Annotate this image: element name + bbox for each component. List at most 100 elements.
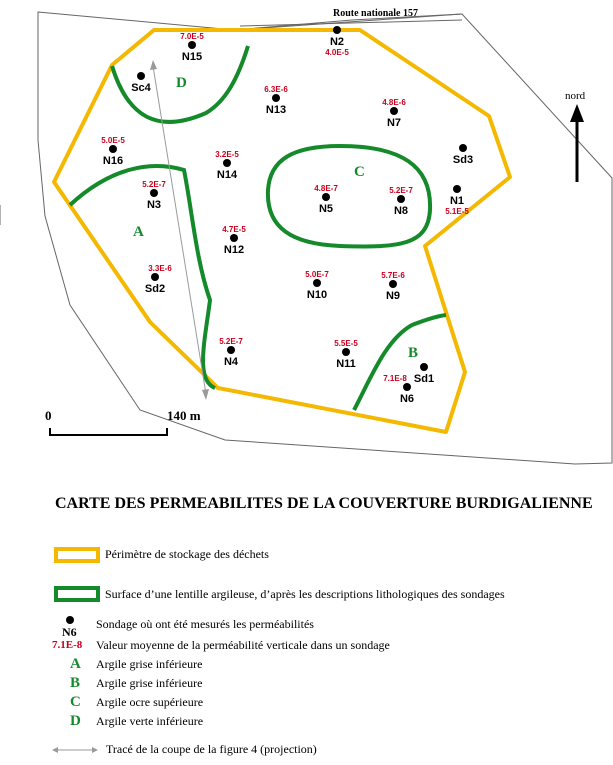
section-line bbox=[152, 65, 207, 395]
borehole-dot-n3 bbox=[150, 189, 158, 197]
borehole-dot-icon bbox=[66, 616, 74, 624]
legend-letter-d: D bbox=[70, 713, 81, 729]
borehole-name-n11: N11 bbox=[336, 358, 356, 370]
legend-borehole: N6 Sondage où ont été mesurés les perméa… bbox=[0, 614, 613, 639]
borehole-value-n12: 4.7E-5 bbox=[222, 225, 246, 234]
borehole-value-n15: 7.0E-5 bbox=[180, 32, 204, 41]
borehole-name-n14: N14 bbox=[217, 169, 238, 181]
legend-clay-d-text: Argile verte inférieure bbox=[96, 714, 204, 728]
borehole-name-n13: N13 bbox=[266, 104, 286, 116]
lens-d bbox=[110, 45, 250, 124]
site-map: Route nationale 157 nord 0 140 m A B C D… bbox=[0, 8, 613, 465]
legend-value: 7.1E-8 Valeur moyenne de la perméabilité… bbox=[0, 638, 613, 662]
map-title: CARTE DES PERMEABILITES DE LA COUVERTURE… bbox=[55, 495, 593, 512]
legend-letter-a: A bbox=[70, 656, 81, 672]
scale-end-label: 140 m bbox=[167, 408, 201, 423]
lens-swatch bbox=[54, 586, 100, 602]
lens-a bbox=[68, 164, 217, 390]
borehole-value-n3: 5.2E-7 bbox=[142, 180, 166, 189]
parcel-boundary bbox=[37, 11, 613, 465]
legend-clay-d: D Argile verte inférieure bbox=[0, 713, 613, 737]
borehole-name-n8: N8 bbox=[394, 205, 408, 217]
borehole-value-n14: 3.2E-5 bbox=[215, 150, 239, 159]
north-label: nord bbox=[565, 90, 586, 102]
borehole-value-n13: 6.3E-6 bbox=[264, 85, 288, 94]
borehole-name-n10: N10 bbox=[307, 289, 327, 301]
legend-letter-c: C bbox=[70, 694, 81, 710]
borehole-name-n4: N4 bbox=[224, 356, 239, 368]
borehole-dot-n13 bbox=[272, 94, 280, 102]
borehole-dot-n10 bbox=[313, 279, 321, 287]
borehole-name-n9: N9 bbox=[386, 290, 400, 302]
borehole-value-sd2: 3.3E-6 bbox=[148, 264, 172, 273]
borehole-dot-n6 bbox=[403, 383, 411, 391]
borehole-value-n11: 5.5E-5 bbox=[334, 339, 358, 348]
borehole-name-sc4: Sc4 bbox=[131, 82, 151, 94]
legend-clay-c-text: Argile ocre supérieure bbox=[96, 695, 204, 709]
borehole-value-n4: 5.2E-7 bbox=[219, 337, 243, 346]
legend-clay-a: A Argile grise inférieure bbox=[0, 656, 613, 680]
legend-letter-b: B bbox=[70, 675, 81, 691]
borehole-name-n15: N15 bbox=[182, 51, 202, 63]
zone-label-a: A bbox=[133, 224, 144, 240]
zone-label-d: D bbox=[176, 75, 187, 91]
north-arrow-icon bbox=[570, 104, 584, 122]
section-line-icon bbox=[52, 747, 98, 753]
borehole-value-n6: 7.1E-8 bbox=[383, 374, 407, 383]
lens-b bbox=[352, 313, 447, 411]
legend-value-example: 7.1E-8 bbox=[52, 639, 83, 651]
borehole-dot-sd1 bbox=[420, 363, 428, 371]
borehole-value-n8: 5.2E-7 bbox=[389, 186, 413, 195]
borehole-dot-n15 bbox=[188, 41, 196, 49]
road-line-2 bbox=[239, 19, 463, 27]
borehole-value-n16: 5.0E-5 bbox=[101, 136, 125, 145]
scale-bar bbox=[49, 428, 168, 436]
borehole-dot-n1 bbox=[453, 185, 461, 193]
legend-clay-b-text: Argile grise inférieure bbox=[96, 676, 203, 690]
borehole-name-n16: N16 bbox=[103, 155, 123, 167]
borehole-value-n5: 4.8E-7 bbox=[314, 184, 338, 193]
borehole-name-n6: N6 bbox=[400, 393, 414, 405]
legend-value-text: Valeur moyenne de la perméabilité vertic… bbox=[96, 638, 390, 652]
borehole-dot-n7 bbox=[390, 107, 398, 115]
borehole-dot-n4 bbox=[227, 346, 235, 354]
borehole-value-n2: 4.0E-5 bbox=[325, 48, 349, 57]
borehole-dot-sd2 bbox=[151, 273, 159, 281]
legend-borehole-symbol: N6 bbox=[62, 625, 77, 639]
borehole-value-n7: 4.8E-6 bbox=[382, 98, 406, 107]
legend-clay-a-text: Argile grise inférieure bbox=[96, 657, 203, 671]
borehole-dot-n16 bbox=[109, 145, 117, 153]
borehole-name-n12: N12 bbox=[224, 244, 244, 256]
borehole-dot-sc4 bbox=[137, 72, 145, 80]
borehole-name-n5: N5 bbox=[319, 203, 333, 215]
zone-label-b: B bbox=[408, 345, 418, 361]
borehole-value-n10: 5.0E-7 bbox=[305, 270, 329, 279]
lens-c bbox=[265, 143, 433, 249]
borehole-dot-n14 bbox=[223, 159, 231, 167]
borehole-value-n1: 5.1E-5 bbox=[445, 207, 469, 216]
storage-perimeter bbox=[52, 28, 512, 434]
section-arrow-end bbox=[202, 389, 209, 400]
borehole-dot-n8 bbox=[397, 195, 405, 203]
section-arrow-start bbox=[150, 60, 157, 70]
perimeter-swatch bbox=[54, 547, 100, 563]
zone-label-c: C bbox=[354, 164, 365, 180]
borehole-dot-n2 bbox=[333, 26, 341, 34]
borehole-name-sd2: Sd2 bbox=[145, 283, 165, 295]
road-label: Route nationale 157 bbox=[333, 8, 418, 19]
road-line bbox=[233, 13, 463, 31]
borehole-name-n3: N3 bbox=[147, 199, 161, 211]
scale-start-label: 0 bbox=[45, 408, 52, 423]
borehole-name-sd1: Sd1 bbox=[414, 373, 434, 385]
legend-section: Tracé de la coupe de la figure 4 (projec… bbox=[0, 741, 613, 765]
borehole-dot-n11 bbox=[342, 348, 350, 356]
legend-perimeter-text: Périmètre de stockage des déchets bbox=[105, 547, 269, 561]
borehole-dot-sd3 bbox=[459, 144, 467, 152]
legend-perimeter: Périmètre de stockage des déchets bbox=[0, 543, 613, 567]
legend-clay-b: B Argile grise inférieure bbox=[0, 675, 613, 699]
legend-clay-c: C Argile ocre supérieure bbox=[0, 694, 613, 718]
legend-section-text: Tracé de la coupe de la figure 4 (projec… bbox=[106, 742, 317, 756]
legend-borehole-text: Sondage où ont été mesurés les perméabil… bbox=[96, 617, 314, 631]
legend-lens-text: Surface d’une lentille argileuse, d’aprè… bbox=[105, 587, 505, 601]
